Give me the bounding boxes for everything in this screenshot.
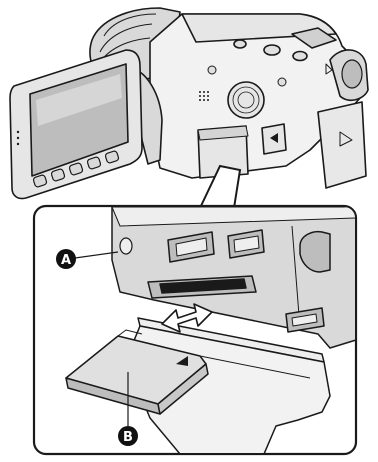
callout-b-label: B (123, 430, 133, 445)
insert-direction-arrow (161, 303, 213, 333)
sd-card (65, 329, 209, 415)
usb-port (227, 229, 265, 259)
callout-a-badge (56, 249, 76, 269)
mode-dial (291, 27, 337, 49)
access-lamp (119, 237, 133, 255)
hdmi-port (167, 231, 215, 263)
side-connector (299, 230, 331, 273)
av-port (285, 307, 325, 333)
lcd-buttons (32, 150, 120, 188)
callout-b: B (118, 372, 138, 446)
card-slot (147, 275, 257, 299)
callout-a-label: A (61, 253, 71, 268)
callout-a: A (56, 249, 119, 269)
callout-b-badge (118, 426, 138, 446)
camcorder (9, 7, 369, 200)
lcd-panel (9, 49, 143, 200)
detail-view (32, 204, 358, 456)
camcorder-body (149, 13, 369, 189)
top-button-2 (292, 50, 308, 62)
top-button-1 (263, 44, 281, 56)
callout-a-leader (74, 251, 119, 259)
top-button-3 (233, 39, 247, 49)
